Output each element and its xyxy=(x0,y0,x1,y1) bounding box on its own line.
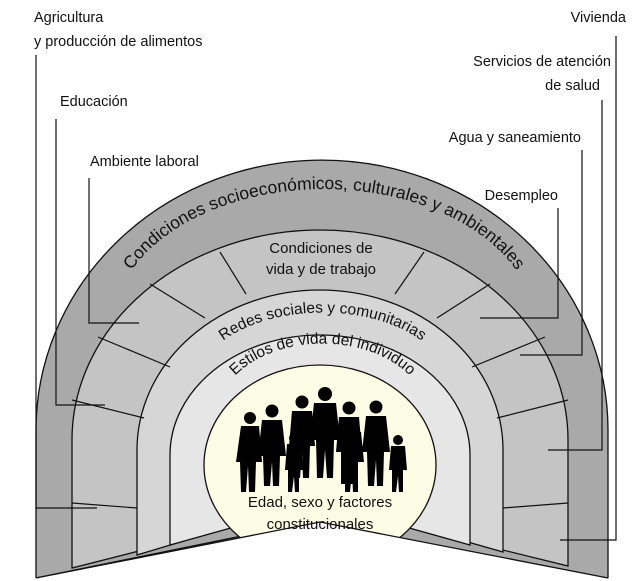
label-agua: Agua y saneamiento xyxy=(448,130,581,146)
label-vivienda: Vivienda xyxy=(570,10,626,26)
label-servicios-line2: de salud xyxy=(545,78,600,94)
label-agricultura-line1: Agricultura xyxy=(34,10,104,26)
core-label-line1: Edad, sexo y factores xyxy=(247,494,393,511)
people-silhouette-icon xyxy=(236,387,407,492)
label-educacion: Educación xyxy=(60,94,128,110)
leader-lines xyxy=(35,36,617,541)
label-servicios-line1: Servicios de atención xyxy=(473,54,611,70)
label-agricultura: Agricultura xyxy=(34,7,103,29)
label-desempleo: Desempleo xyxy=(484,188,558,204)
label-agricultura-line2: y producción de alimentos xyxy=(34,31,202,53)
label-ambiente-laboral: Ambiente laboral xyxy=(90,154,199,170)
bottom-cut xyxy=(30,522,612,581)
living-conditions-title: Condiciones de vida y de trabajo xyxy=(236,238,406,280)
core-label-line2: constitucionales xyxy=(266,516,374,533)
core-label: Edad, sexo y factores constitucionales xyxy=(210,492,430,536)
living-ring-dividers xyxy=(71,251,569,509)
living-conditions-line1: Condiciones de xyxy=(269,240,373,257)
label-agricultura-text2: y producción de alimentos xyxy=(34,34,203,50)
living-conditions-line2: vida y de trabajo xyxy=(265,261,377,278)
